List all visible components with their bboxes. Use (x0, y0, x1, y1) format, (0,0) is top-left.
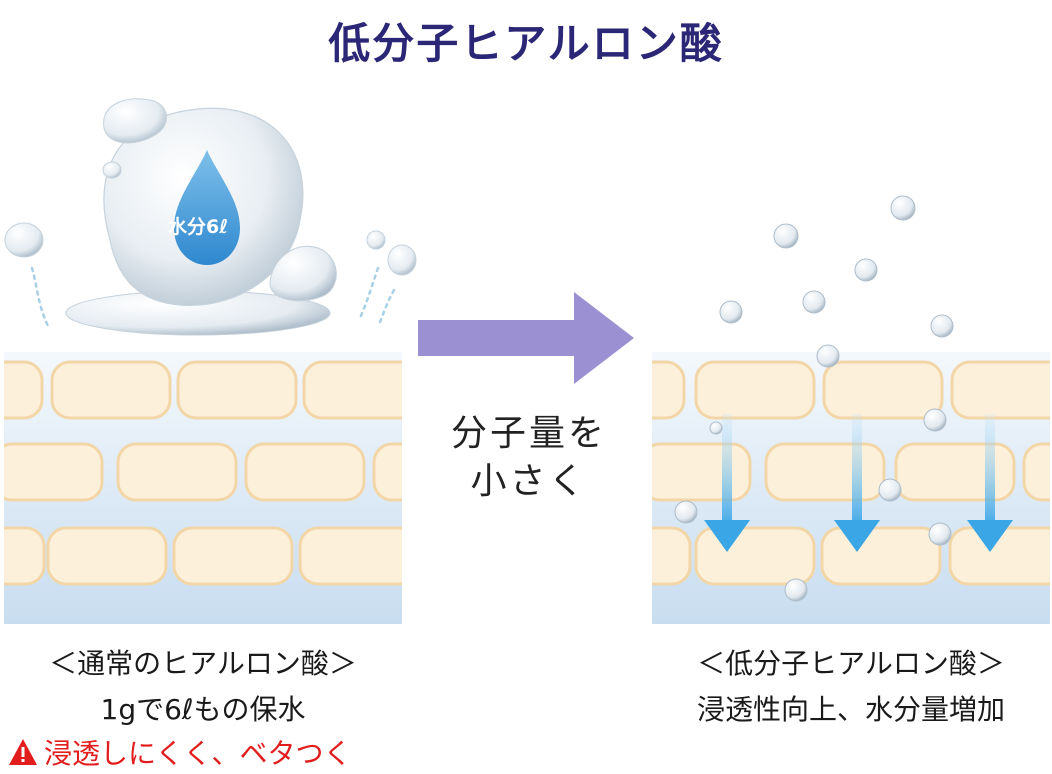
skin-layer-low-molecular (652, 352, 1050, 624)
right-caption-title: ＜低分子ヒアルロン酸＞ (697, 647, 1005, 680)
right-arrow-icon (418, 292, 634, 384)
large-water-droplet-illustration (4, 98, 417, 336)
arrow-text-line1: 分子量を (450, 413, 607, 454)
skin-layer-normal (4, 352, 402, 624)
warning-note: 浸透しにくく、ベタつく (8, 732, 351, 772)
page-title: 低分子ヒアルロン酸 (328, 19, 724, 68)
right-caption-description: 浸透性向上、水分量増加 (696, 693, 1005, 726)
left-caption-title: ＜通常のヒアルロン酸＞ (49, 647, 357, 680)
down-arrow-icon (704, 414, 750, 552)
warning-text: 浸透しにくく、ベタつく (44, 737, 352, 770)
water-drop-label: 水分6ℓ (168, 216, 229, 238)
warning-icon (9, 739, 37, 765)
arrow-text-line2: 小さく (470, 461, 588, 502)
left-caption-description: 1gで6ℓもの保水 (100, 693, 306, 726)
